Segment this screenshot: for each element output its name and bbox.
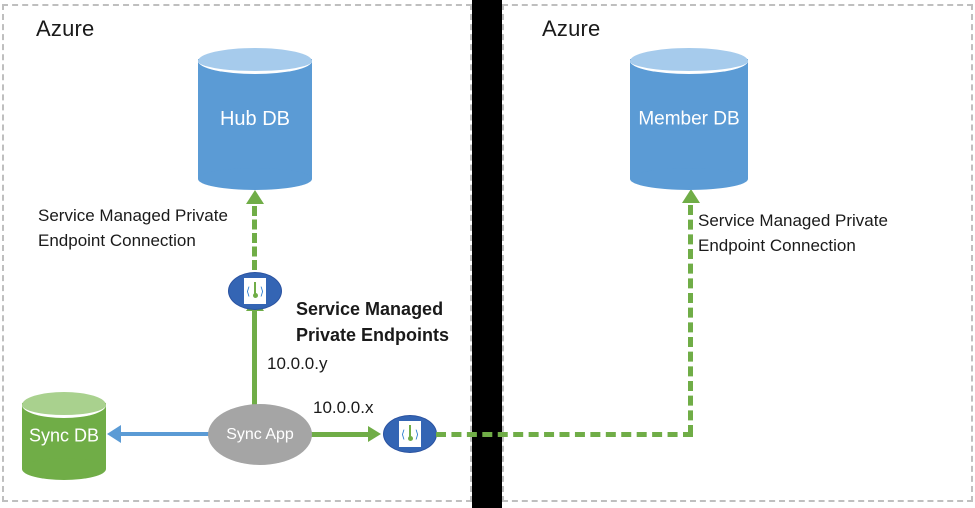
member-db-cylinder[interactable]: Member DB (630, 48, 748, 190)
service-managed-private-endpoints-title: Service Managed Private Endpoints (296, 299, 450, 345)
private-endpoint-glyph: ⟨ ⟩ (244, 278, 266, 304)
connector-pe-member-to-member-db-horizontal (436, 432, 693, 437)
sync-db-top (22, 392, 106, 418)
connector-sync-app-to-pe-hub (252, 310, 257, 425)
endpoint-bracket-left: ⟨ (246, 286, 251, 298)
endpoint-dot (407, 436, 413, 441)
sync-app-node[interactable]: Sync App (208, 404, 312, 465)
arrowhead-hub-db (246, 190, 264, 204)
connector-sync-app-to-sync-db (120, 432, 220, 436)
arrowhead-pe-member (368, 426, 381, 442)
endpoint-stem (254, 282, 256, 294)
hub-db-top (198, 48, 312, 74)
private-endpoint-hub-icon[interactable]: ⟨ ⟩ (228, 272, 282, 310)
member-connection-label: Service Managed Private Endpoint Connect… (698, 211, 888, 255)
member-db-bottom (630, 168, 748, 190)
panel-left-title: Azure (36, 16, 95, 41)
endpoint-stem (409, 425, 411, 437)
connector-pe-hub-to-hub-db (252, 206, 257, 270)
panel-right-title: Azure (542, 16, 601, 41)
sync-app-label: Sync App (226, 425, 294, 443)
endpoint-bracket-right: ⟩ (414, 429, 419, 441)
hub-connection-label: Service Managed Private Endpoint Connect… (38, 206, 228, 250)
member-db-label: Member DB (638, 108, 740, 130)
connector-sync-app-to-pe-member (305, 432, 371, 437)
endpoint-dot (252, 293, 258, 298)
arrowhead-sync-db (107, 425, 121, 443)
sync-db-bottom (22, 458, 106, 480)
private-endpoint-member-icon[interactable]: ⟨ ⟩ (383, 415, 437, 453)
endpoint-bracket-right: ⟩ (259, 286, 264, 298)
sync-db-cylinder[interactable]: Sync DB (22, 392, 106, 480)
hub-db-cylinder[interactable]: Hub DB (198, 48, 312, 190)
arrowhead-member-db (682, 189, 700, 203)
connector-pe-member-to-member-db-vertical (688, 205, 693, 435)
member-db-body (630, 59, 748, 179)
endpoint-bracket-left: ⟨ (401, 429, 406, 441)
member-db-top (630, 48, 748, 74)
hub-db-label: Hub DB (219, 108, 291, 130)
hub-db-body (198, 59, 312, 179)
ip-label-hub-endpoint: 10.0.0.y (267, 354, 328, 373)
hub-db-bottom (198, 168, 312, 190)
ip-label-member-endpoint: 10.0.0.x (313, 398, 374, 417)
sync-db-label: Sync DB (28, 425, 100, 446)
network-boundary-divider (472, 0, 502, 508)
private-endpoint-glyph: ⟨ ⟩ (399, 421, 421, 447)
